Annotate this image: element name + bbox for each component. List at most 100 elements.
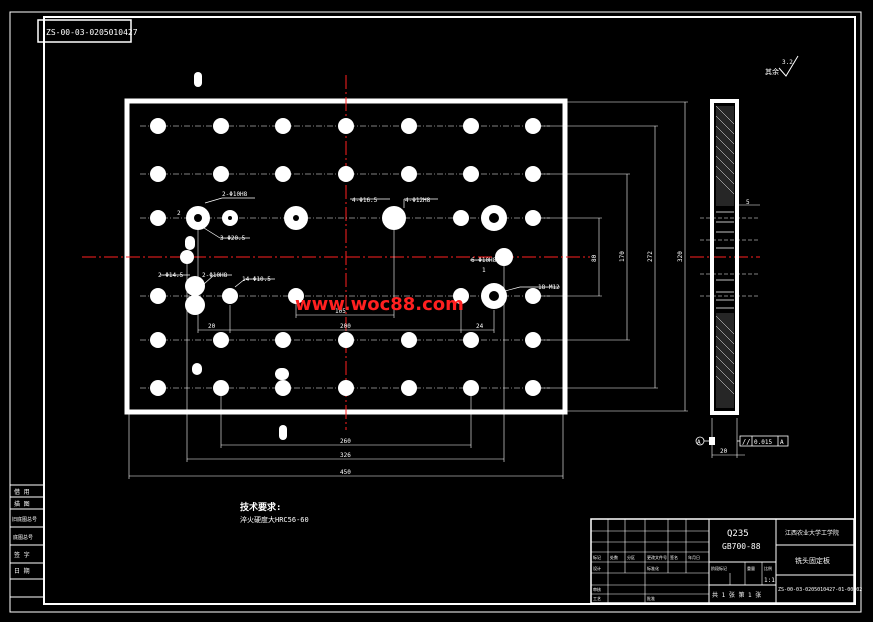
watermark: www.woc88.com [295, 294, 464, 315]
hole [453, 288, 469, 304]
hole [453, 210, 469, 226]
hole-center [489, 291, 499, 301]
side-view: 5 20 [700, 99, 760, 458]
hole [150, 380, 166, 396]
drawing-number-box [37, 19, 132, 43]
tolerance-symbol: // [742, 438, 750, 446]
hole [150, 210, 166, 226]
hole [150, 166, 166, 182]
inner-dimensions [197, 230, 495, 333]
hole [222, 288, 238, 304]
hole [213, 166, 229, 182]
callout-dim-2: 2 [177, 210, 181, 217]
title-sheet-info: 共 1 张 第 1 张 [712, 591, 761, 599]
dim-260: 260 [340, 438, 351, 445]
title-cell-6: 年月日 [688, 554, 700, 560]
hole [275, 380, 291, 396]
side-dim-5: 5 [746, 199, 750, 206]
drawing-number-top: ZS-00-03-0205010427 [46, 28, 138, 37]
hole [275, 332, 291, 348]
callout-hole-c: 4-Φ16.5 [352, 197, 378, 204]
dim-24: 24 [476, 323, 484, 330]
tolerance-datum: A [780, 439, 784, 446]
dim-80: 80 [591, 254, 598, 262]
title-cell-8: 标准化 [647, 565, 659, 571]
callout-hole-f: 2-Φ10H8 [202, 272, 228, 279]
hole [525, 332, 541, 348]
callout-hole-h: 6-Φ10H8 [471, 257, 497, 264]
hole [463, 118, 479, 134]
hole [401, 380, 417, 396]
callout-hole-d: 4-Φ12H8 [405, 197, 431, 204]
slot-hole [194, 72, 202, 87]
title-cell-11: 比例 [764, 565, 772, 571]
hole [213, 118, 229, 134]
hole-center [194, 214, 202, 222]
hole [338, 118, 354, 134]
bottom-dimensions [128, 264, 564, 479]
hole [338, 166, 354, 182]
hole [525, 288, 541, 304]
callout-dim-1: 1 [482, 267, 486, 274]
title-block: Q235 GB700-88 江西农业大学工学院 铣头固定板 ZS-00-03-0… [590, 518, 862, 604]
margin-label-0: 借 用 [14, 488, 30, 496]
title-scale: 1:1 [764, 577, 775, 584]
slot-hole [279, 425, 287, 440]
pin-hole [180, 250, 194, 264]
hole-center [293, 215, 299, 221]
hole [213, 380, 229, 396]
callout-hole-e: 2-Φ14.5 [158, 272, 184, 279]
surface-finish-label: 其余 [765, 67, 779, 76]
hole [275, 166, 291, 182]
hole-leaders [160, 197, 560, 292]
dim-200: 200 [340, 323, 351, 330]
hole [338, 332, 354, 348]
margin-label-3: 底图总号 [13, 534, 33, 541]
slot-hole [185, 236, 195, 250]
surface-finish-note: 其余 3.2 [765, 55, 799, 77]
title-material: Q235 [727, 529, 749, 539]
callout-hole-g: 14-Φ10.5 [242, 276, 271, 283]
hole [401, 332, 417, 348]
datum-marker: A [695, 436, 715, 446]
pin-hole [495, 248, 513, 266]
side-dim-20: 20 [720, 448, 728, 455]
hole [463, 332, 479, 348]
title-cell-12: 审核 [593, 586, 601, 592]
hole-center [489, 213, 499, 223]
right-dimensions [541, 101, 688, 412]
margin-label-4: 签 字 [14, 551, 30, 559]
title-part-name: 铣头固定板 [795, 556, 830, 565]
tech-req-line1: 淬火硬度大HRC56-60 [240, 515, 309, 524]
surface-finish-value: 3.2 [782, 59, 793, 66]
hole-grid [150, 72, 541, 440]
large-hole [185, 276, 205, 296]
title-cell-7: 设计 [593, 565, 601, 571]
hole [338, 380, 354, 396]
hole [288, 288, 304, 304]
title-cell-1: 标记 [593, 554, 601, 560]
margin-label-5: 日 期 [14, 567, 30, 575]
slot-hole [275, 368, 289, 380]
tolerance-value: 0.015 [754, 439, 772, 446]
title-cell-9: 阶段标记 [711, 565, 727, 571]
dim-105: 105 [335, 308, 346, 315]
dim-326: 326 [340, 452, 351, 459]
title-cell-3: 分区 [627, 554, 635, 560]
hole-center [228, 216, 232, 220]
title-cell-2: 处数 [610, 554, 618, 560]
title-cell-4: 更改文件号 [647, 554, 667, 560]
callout-hole-a: 2-Φ10H8 [222, 191, 248, 198]
title-cell-10: 重量 [747, 565, 755, 571]
callout-hole-i: 18-M12 [538, 284, 560, 291]
left-margin-table: 借 用 描 图 旧底图总号 底图总号 签 字 日 期 [9, 484, 45, 598]
dim-170: 170 [619, 251, 626, 262]
hole [463, 380, 479, 396]
title-cell-14: 批准 [647, 595, 655, 601]
title-standard: GB700-88 [722, 542, 761, 551]
hole [525, 118, 541, 134]
large-hole [382, 206, 406, 230]
dim-20: 20 [208, 323, 216, 330]
title-school: 江西农业大学工学院 [785, 529, 839, 537]
